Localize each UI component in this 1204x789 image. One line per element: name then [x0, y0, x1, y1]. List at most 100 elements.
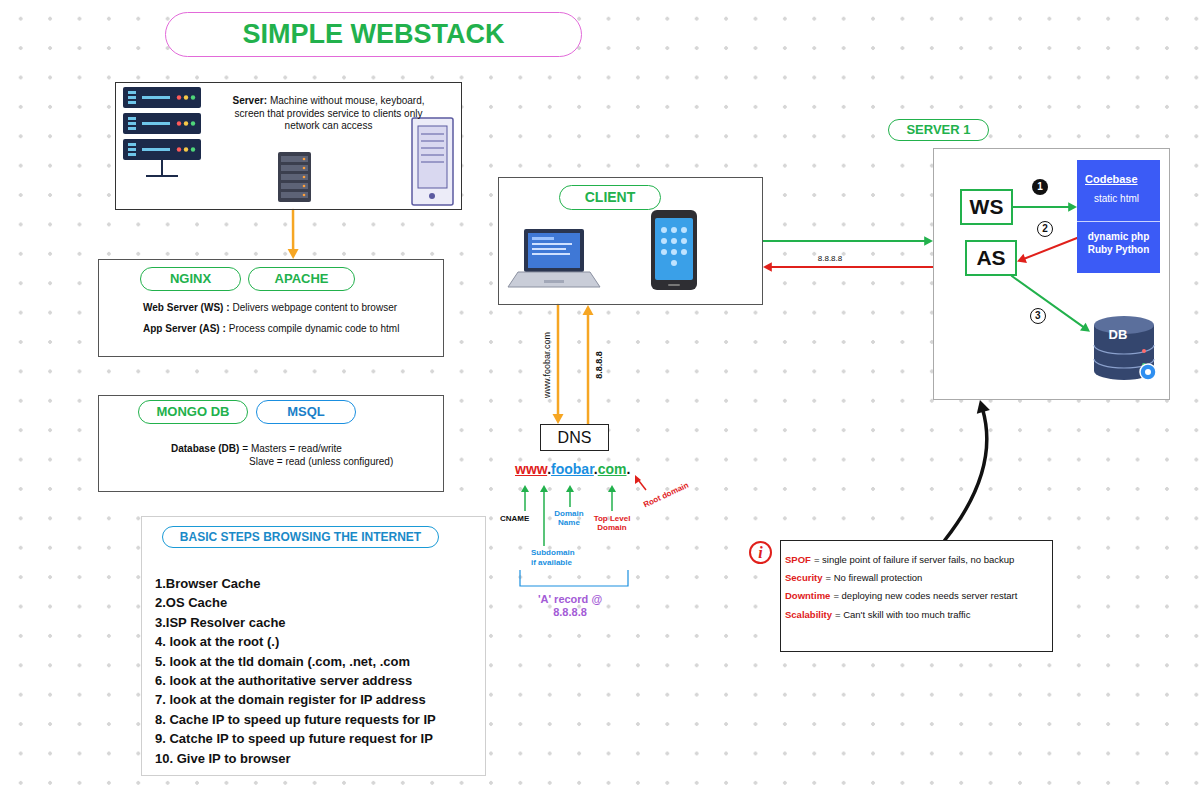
tower-icon-part	[421, 148, 444, 149]
laptop-icon-part	[524, 229, 584, 272]
leader-arrows-part	[540, 485, 548, 492]
leader-arrows-part	[635, 475, 641, 484]
arrow-head	[553, 414, 564, 424]
node-text: 1.Browser Cache	[155, 574, 436, 593]
codebase-box: Codebasestatic htmldynamic php Ruby Pyth…	[1077, 160, 1160, 273]
edge-label: www.foobar.com	[542, 331, 552, 397]
connector-line	[292, 210, 295, 251]
tech-pill: APACHE	[248, 267, 355, 291]
tower-icon-part	[412, 118, 453, 205]
rack-icon-part	[123, 87, 201, 108]
node-text: dynamic php Ruby Python	[1088, 231, 1150, 255]
node-text: BASIC STEPS BROWSING THE INTERNET	[180, 530, 421, 544]
node-text: NGINX	[170, 271, 211, 286]
node-text: SPOF	[785, 554, 811, 565]
tower-icon-part	[421, 162, 444, 163]
node-text: Downtime	[785, 590, 830, 601]
domain-dot: .	[547, 461, 551, 477]
tld-label: Top Level Domain	[589, 514, 635, 532]
node-text: = deploying new codes needs server resta…	[833, 590, 1017, 601]
arrow-head	[924, 236, 933, 246]
server-unit-icon-part	[281, 156, 308, 162]
leader-arrows-part	[608, 485, 616, 492]
node-text: 3.ISP Resolver cache	[155, 613, 436, 632]
node-text: 8. Cache IP to speed up future requests …	[155, 710, 436, 729]
rack-icon-part	[184, 147, 188, 151]
leader-arrows	[521, 475, 646, 546]
server-unit-icon-part	[303, 158, 306, 161]
domain-dot: .	[594, 461, 598, 477]
title-pill: SIMPLE WEBSTACK	[165, 12, 582, 57]
text-block: NGINX	[141, 271, 240, 287]
domain-dot: .	[627, 461, 631, 477]
phone-icon-part	[681, 238, 687, 244]
rack-icon-part	[128, 127, 136, 130]
heading-pill: BASIC STEPS BROWSING THE INTERNET	[162, 526, 439, 548]
arrow-head	[1080, 323, 1090, 332]
connector	[1017, 238, 1077, 263]
cname-label: CNAME	[500, 514, 529, 523]
cylinder-shape	[1090, 315, 1158, 382]
rack-icon-part	[191, 147, 195, 151]
node-text: Process compile dynamic code to html	[229, 323, 400, 334]
a-record-label: 'A' record @ 8.8.8.8	[536, 593, 604, 619]
rack-icon	[123, 87, 201, 176]
rack-icon-part	[128, 91, 136, 94]
connector	[553, 305, 564, 424]
laptop-icon-part	[532, 237, 554, 240]
connector-line	[557, 305, 560, 416]
server-unit-icon-part	[281, 165, 308, 171]
phone-icon-part	[671, 238, 677, 244]
connector	[582, 305, 593, 424]
dns-box: DNS	[540, 424, 609, 451]
node-text: 5. look at the tld domain (.com, .net, .…	[155, 652, 436, 671]
phone-icon-part	[671, 260, 677, 266]
text-block: SERVER 1	[888, 119, 989, 141]
arrow-head	[582, 305, 593, 315]
rack-icon-part	[191, 95, 195, 99]
laptop-icon-part	[532, 243, 572, 245]
text-block: AS	[967, 246, 1015, 270]
rack-icon-part	[146, 175, 178, 177]
server-unit-icon-part	[281, 192, 308, 198]
rack-icon-part	[184, 95, 188, 99]
text-block: SPOF= single point of failure if server …	[785, 554, 1014, 565]
server-unit-icon-part	[281, 183, 308, 189]
node-text: Codebase	[1085, 173, 1138, 185]
rack-icon-part	[128, 143, 136, 146]
connector	[763, 262, 933, 272]
process-box: WS	[960, 189, 1013, 225]
text-block: Server:Machine without mouse, keyboard, …	[226, 95, 431, 133]
phone-icon-part	[655, 218, 693, 280]
text-block: Database (DB)= Masters = read/write	[171, 443, 342, 454]
node-text: App Server (AS) :	[143, 323, 226, 334]
rack-icon-part	[177, 95, 181, 99]
rack-icon-part	[191, 121, 195, 125]
node-text: Server:	[233, 95, 267, 106]
node-text: DNS	[558, 429, 592, 446]
phone-icon-part	[671, 249, 677, 255]
tech-pill: NGINX	[140, 267, 241, 291]
text-block: MONGO DB	[139, 404, 247, 420]
node-text: = Masters = read/write	[242, 443, 341, 454]
rack-icon-part	[128, 153, 136, 156]
tower-icon-part	[429, 193, 435, 199]
rack-icon-part	[142, 148, 170, 151]
text-block: MSQL	[257, 404, 355, 420]
text-block: Web Server (WS) :Delivers webpage conten…	[143, 302, 397, 313]
laptop-icon	[508, 229, 600, 287]
node-text: Database (DB)	[171, 443, 239, 454]
laptop-icon-part	[532, 253, 570, 255]
leader-arrows-part	[566, 485, 574, 492]
rack-icon-part	[177, 121, 181, 125]
cylinder-shape-part	[1140, 364, 1156, 380]
definition-box: Database (DB)= Masters = read/writeSlave…	[98, 395, 444, 492]
cylinder-shape-part	[1142, 349, 1146, 353]
tech-pill: MSQL	[256, 400, 356, 424]
node-text: = single point of failure if server fail…	[814, 554, 1014, 565]
callout-number: 2	[1037, 221, 1053, 237]
rack-icon-part	[184, 121, 188, 125]
connector	[945, 400, 990, 540]
